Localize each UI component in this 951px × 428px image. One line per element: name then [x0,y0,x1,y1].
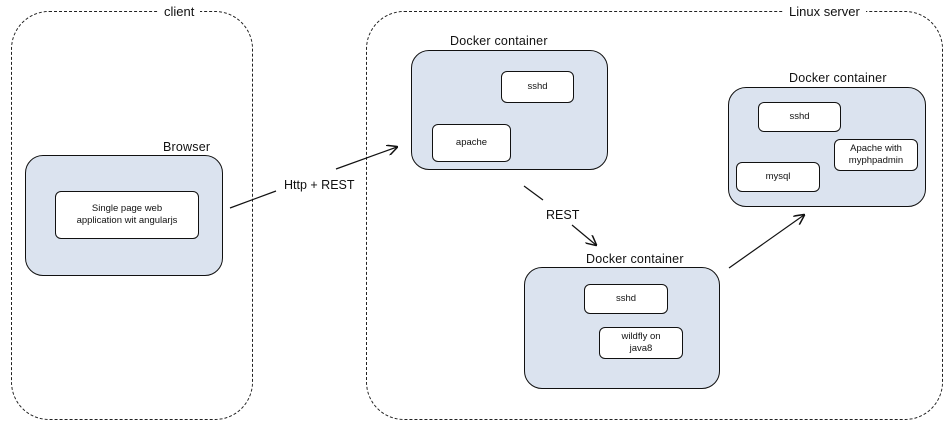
db-sshd-box: sshd [758,102,841,132]
apache-box: apache [432,124,511,162]
http-rest-label: Http + REST [282,178,357,192]
spa-app-box: Single page web application wit angularj… [55,191,199,239]
browser-title: Browser [163,140,211,154]
server-zone [366,11,943,420]
app-container-title: Docker container [586,252,684,266]
arrow-browser-to-web-part2 [335,147,397,170]
client-zone [11,11,253,420]
arrow-web-to-app-part2 [571,224,596,245]
rest-label: REST [544,208,582,222]
web-container-title: Docker container [450,34,548,48]
server-zone-label: Linux server [783,4,866,19]
phpmyadmin-box: Apache with myphpadmin [834,139,918,171]
arrow-browser-to-web-part1 [229,190,277,209]
client-zone-label: client [158,4,201,19]
web-sshd-box: sshd [501,71,574,103]
app-sshd-box: sshd [584,284,668,314]
mysql-box: mysql [736,162,820,192]
arrow-web-to-app-part1 [523,185,544,201]
arrow-app-to-db [728,215,804,269]
wildfly-box: wildfly on java8 [599,327,683,359]
db-container-title: Docker container [789,71,887,85]
